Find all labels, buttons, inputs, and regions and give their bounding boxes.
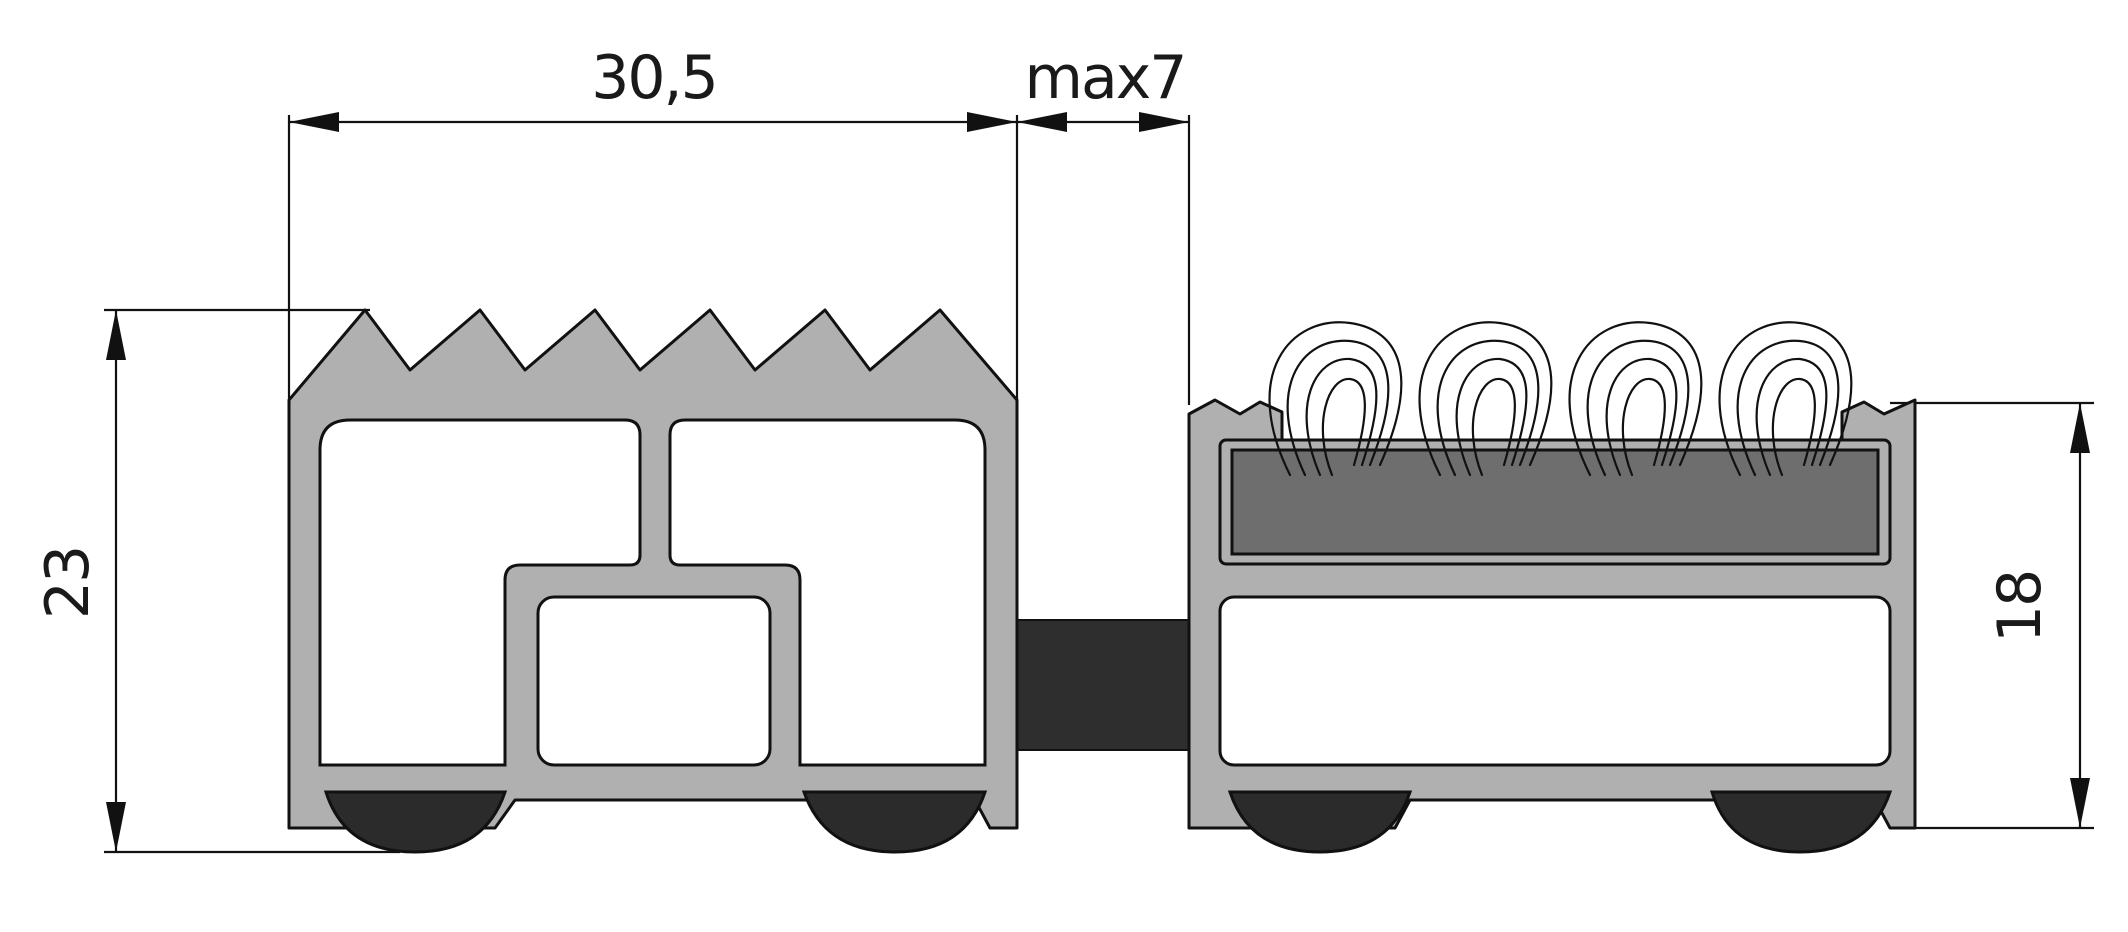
rubber-profile-module xyxy=(287,308,1019,854)
rubber-spacer xyxy=(1016,619,1190,751)
right-height-label: 18 xyxy=(1985,571,2055,643)
dimension-lines xyxy=(104,112,2094,854)
textile-brush-module xyxy=(1187,321,1917,854)
gap-dimension-label: max7 xyxy=(1025,43,1186,113)
width-dimension-label: 30,5 xyxy=(591,43,717,113)
textile-insert xyxy=(1230,448,1880,556)
textile-fibers xyxy=(1268,321,1853,477)
left-height-label: 23 xyxy=(33,547,103,619)
